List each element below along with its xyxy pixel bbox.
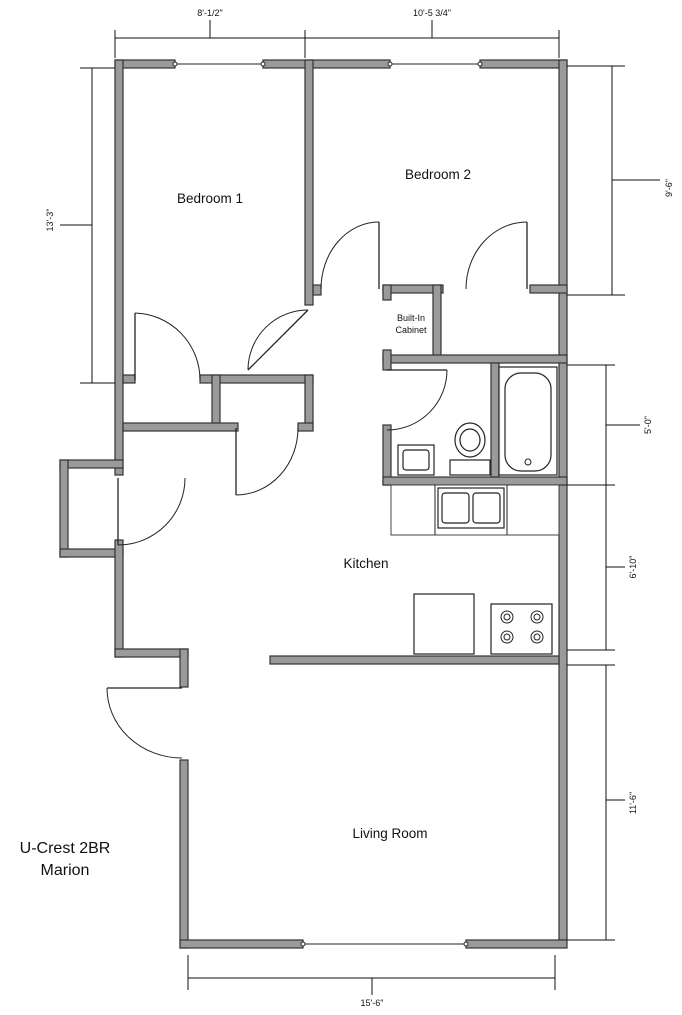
dim-left: 13'-3" [45,209,55,232]
bedroom2-label: Bedroom 2 [405,167,471,182]
plan-title-line2: Marion [40,862,90,879]
dim-right-kitchen: 6'-10" [628,556,638,579]
burners [500,610,544,644]
living-room-label: Living Room [352,826,427,841]
cabinet-label-line2: Cabinet [395,325,427,335]
cabinet-label-line1: Built-In [397,313,425,323]
kitchen-label: Kitchen [343,556,388,571]
dim-right-bath: 5'-0" [643,416,653,434]
dim-bottom: 15'-6" [361,998,384,1008]
windows [172,61,483,947]
toilet-tank [449,459,491,476]
plan-title-line1: U-Crest 2BR [19,840,111,857]
dim-right-living: 11'-6" [628,792,638,814]
doors [106,221,528,759]
dim-right-bedroom2: 9'-6" [664,179,674,197]
stove [490,603,553,655]
bath-fixtures [397,366,558,476]
dim-top-left: 8'-1/2" [197,8,222,18]
bedroom1-label: Bedroom 1 [177,191,243,206]
refrigerator [413,593,475,655]
kitchen-fixtures [390,484,560,655]
dim-top-right: 10'-5 3/4" [413,8,451,18]
dimension-lines [60,20,660,995]
plan-title: U-Crest 2BR Marion [10,838,120,882]
walls [59,59,568,949]
